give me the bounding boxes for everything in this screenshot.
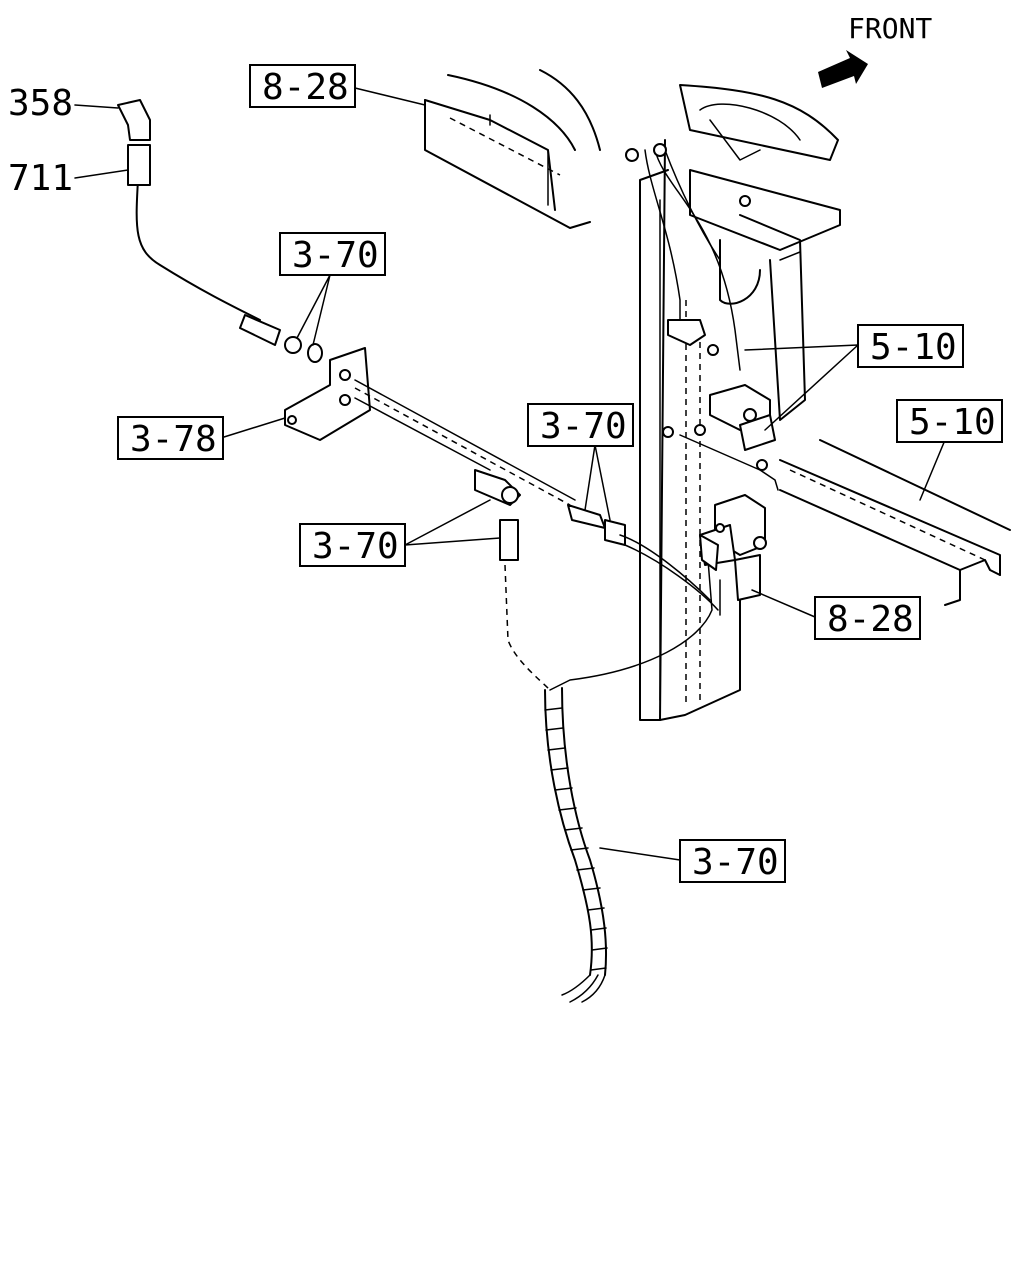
elbow-fitting-358 (117, 99, 151, 141)
callout-3-78: 3-78 (117, 416, 224, 460)
valve-assembly-upper (662, 384, 779, 491)
svg-text:8-28: 8-28 (827, 599, 914, 640)
corrugated-loom (544, 687, 608, 1003)
svg-text:5-10: 5-10 (909, 402, 996, 443)
air-lines-upper (625, 143, 741, 371)
callout-3-70-b: 3-70 (527, 403, 634, 447)
callout-3-70-c: 3-70 (299, 523, 406, 567)
callout-3-70-d: 3-70 (679, 839, 786, 883)
mounting-bracket (284, 347, 371, 441)
frame-column (639, 84, 841, 721)
svg-text:3-70: 3-70 (312, 526, 399, 567)
svg-text:8-28: 8-28 (262, 67, 349, 108)
svg-text:5-10: 5-10 (870, 327, 957, 368)
harness-lines (504, 534, 721, 691)
callout-8-28-bottom: 8-28 (814, 596, 921, 640)
svg-text:3-70: 3-70 (540, 406, 627, 447)
callout-5-10-b: 5-10 (896, 399, 1003, 443)
front-arrow-icon (818, 50, 868, 88)
nut-washer (284, 336, 323, 363)
rod-line (354, 379, 576, 506)
svg-text:3-70: 3-70 (292, 235, 379, 276)
upper-crossmember (424, 69, 601, 229)
hose-711 (127, 144, 281, 346)
callout-3-70-a: 3-70 (279, 232, 386, 276)
callout-8-28-top: 8-28 (249, 64, 356, 108)
part-number-711: 711 (8, 158, 73, 199)
svg-text:3-70: 3-70 (692, 842, 779, 883)
callout-5-10-a: 5-10 (857, 324, 964, 368)
leader-lines (74, 87, 946, 861)
svg-text:3-78: 3-78 (130, 419, 217, 460)
front-label: FRONT (848, 12, 932, 45)
center-fittings (474, 469, 626, 561)
side-member (779, 439, 1011, 606)
part-number-358: 358 (8, 83, 73, 124)
